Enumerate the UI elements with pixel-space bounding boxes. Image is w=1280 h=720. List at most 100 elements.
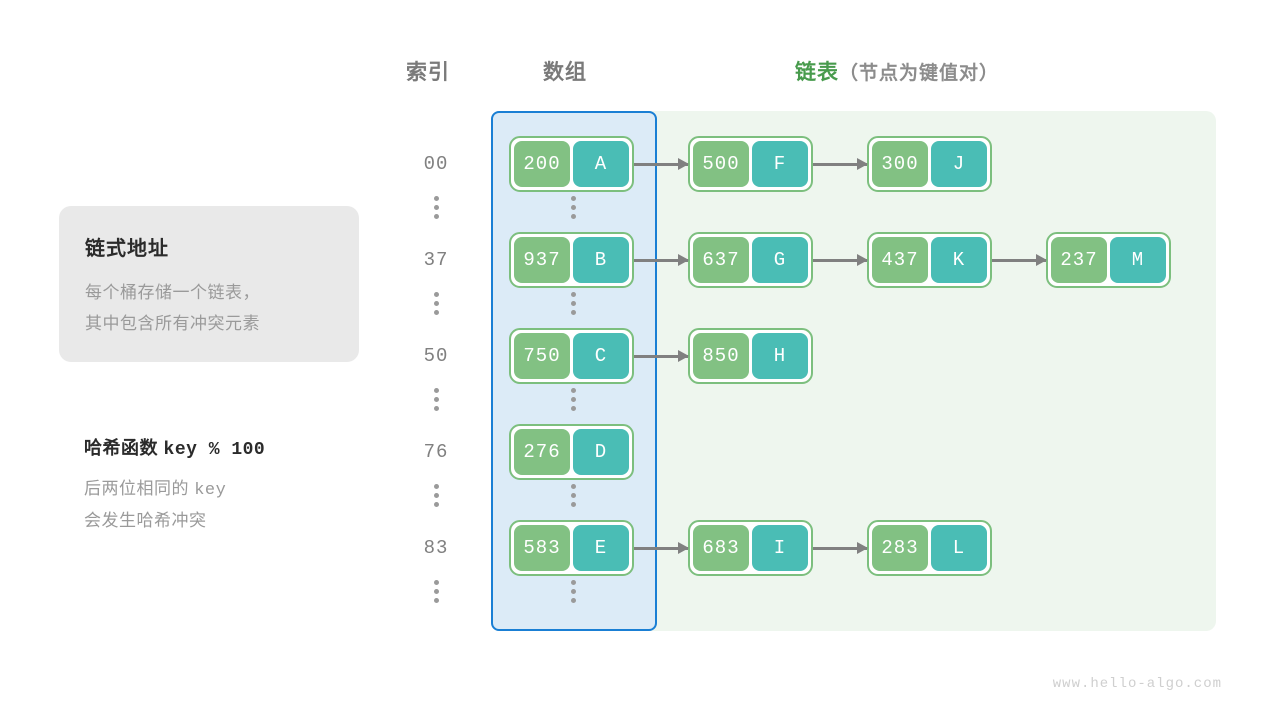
vertical-ellipsis-icon <box>400 580 472 603</box>
hash-function-note: 哈希函数 key % 100 后两位相同的 key 会发生哈希冲突 <box>84 434 384 536</box>
ellipsis-dot <box>433 502 439 507</box>
node-value: E <box>573 525 629 571</box>
chain-arrow-icon <box>634 162 688 166</box>
node-key: 937 <box>514 237 570 283</box>
ellipsis-dot <box>433 196 439 201</box>
vertical-ellipsis-icon <box>400 292 472 315</box>
node-value: A <box>573 141 629 187</box>
ellipsis-dot <box>570 493 576 498</box>
index-label: 83 <box>423 537 449 559</box>
vertical-ellipsis-icon <box>563 484 583 507</box>
node-key: 850 <box>693 333 749 379</box>
vertical-ellipsis-icon <box>563 388 583 411</box>
node-value: I <box>752 525 808 571</box>
chain-arrow-icon <box>813 162 867 166</box>
ellipsis-dot <box>570 484 576 489</box>
ellipsis-dot <box>570 589 576 594</box>
chain-arrow-icon <box>634 354 688 358</box>
index-label: 76 <box>423 441 449 463</box>
ellipsis-dot <box>433 301 439 306</box>
ellipsis-dot <box>433 598 439 603</box>
node-value: F <box>752 141 808 187</box>
ellipsis-dot <box>433 580 439 585</box>
info-card-body-line-2: 其中包含所有冲突元素 <box>85 314 260 333</box>
ellipsis-dot <box>570 388 576 393</box>
hash-function-body: 后两位相同的 key 会发生哈希冲突 <box>84 474 384 536</box>
node-value: G <box>752 237 808 283</box>
header-linked-list-main: 链表 <box>795 61 839 84</box>
vertical-ellipsis-icon <box>563 292 583 315</box>
ellipsis-dot <box>433 292 439 297</box>
watermark: www.hello-algo.com <box>1052 676 1222 692</box>
vertical-ellipsis-icon <box>400 484 472 507</box>
ellipsis-dot <box>570 214 576 219</box>
chain-arrow-icon <box>634 258 688 262</box>
node-key: 500 <box>693 141 749 187</box>
node-value: C <box>573 333 629 379</box>
ellipsis-dot <box>570 292 576 297</box>
info-card-body: 每个桶存储一个链表， 其中包含所有冲突元素 <box>85 277 333 339</box>
ellipsis-dot <box>433 493 439 498</box>
node-value: B <box>573 237 629 283</box>
node-key: 200 <box>514 141 570 187</box>
ellipsis-dot <box>433 484 439 489</box>
chain-arrow-icon <box>634 546 688 550</box>
hash-function-body-line-1-key: key <box>194 481 227 500</box>
node-value: K <box>931 237 987 283</box>
header-linked-list: 链表（节点为键值对） <box>795 56 999 86</box>
ellipsis-dot <box>570 196 576 201</box>
ellipsis-dot <box>433 406 439 411</box>
ellipsis-dot <box>433 310 439 315</box>
index-label: 50 <box>423 345 449 367</box>
vertical-ellipsis-icon <box>563 196 583 219</box>
node-key: 437 <box>872 237 928 283</box>
header-index: 索引 <box>406 61 450 84</box>
node-value: D <box>573 429 629 475</box>
ellipsis-dot <box>570 406 576 411</box>
node-key: 283 <box>872 525 928 571</box>
info-card-title: 链式地址 <box>85 238 169 260</box>
hash-function-label: 哈希函数 <box>84 438 158 458</box>
node-value: M <box>1110 237 1166 283</box>
node-key: 300 <box>872 141 928 187</box>
node-key: 637 <box>693 237 749 283</box>
ellipsis-dot <box>570 598 576 603</box>
ellipsis-dot <box>433 397 439 402</box>
node-value: H <box>752 333 808 379</box>
index-label: 00 <box>423 153 449 175</box>
node-key: 683 <box>693 525 749 571</box>
node-value: J <box>931 141 987 187</box>
index-label: 37 <box>423 249 449 271</box>
header-linked-list-sub: （节点为键值对） <box>839 63 1000 84</box>
index-column: 00 37 50 76 83 <box>400 111 472 631</box>
vertical-ellipsis-icon <box>400 388 472 411</box>
chain-arrow-icon <box>813 258 867 262</box>
ellipsis-dot <box>433 589 439 594</box>
ellipsis-dot <box>433 205 439 210</box>
vertical-ellipsis-icon <box>400 196 472 219</box>
ellipsis-dot <box>570 310 576 315</box>
ellipsis-dot <box>570 502 576 507</box>
ellipsis-dot <box>570 205 576 210</box>
ellipsis-dot <box>570 397 576 402</box>
chain-arrow-icon <box>992 258 1046 262</box>
ellipsis-dot <box>433 388 439 393</box>
node-key: 750 <box>514 333 570 379</box>
